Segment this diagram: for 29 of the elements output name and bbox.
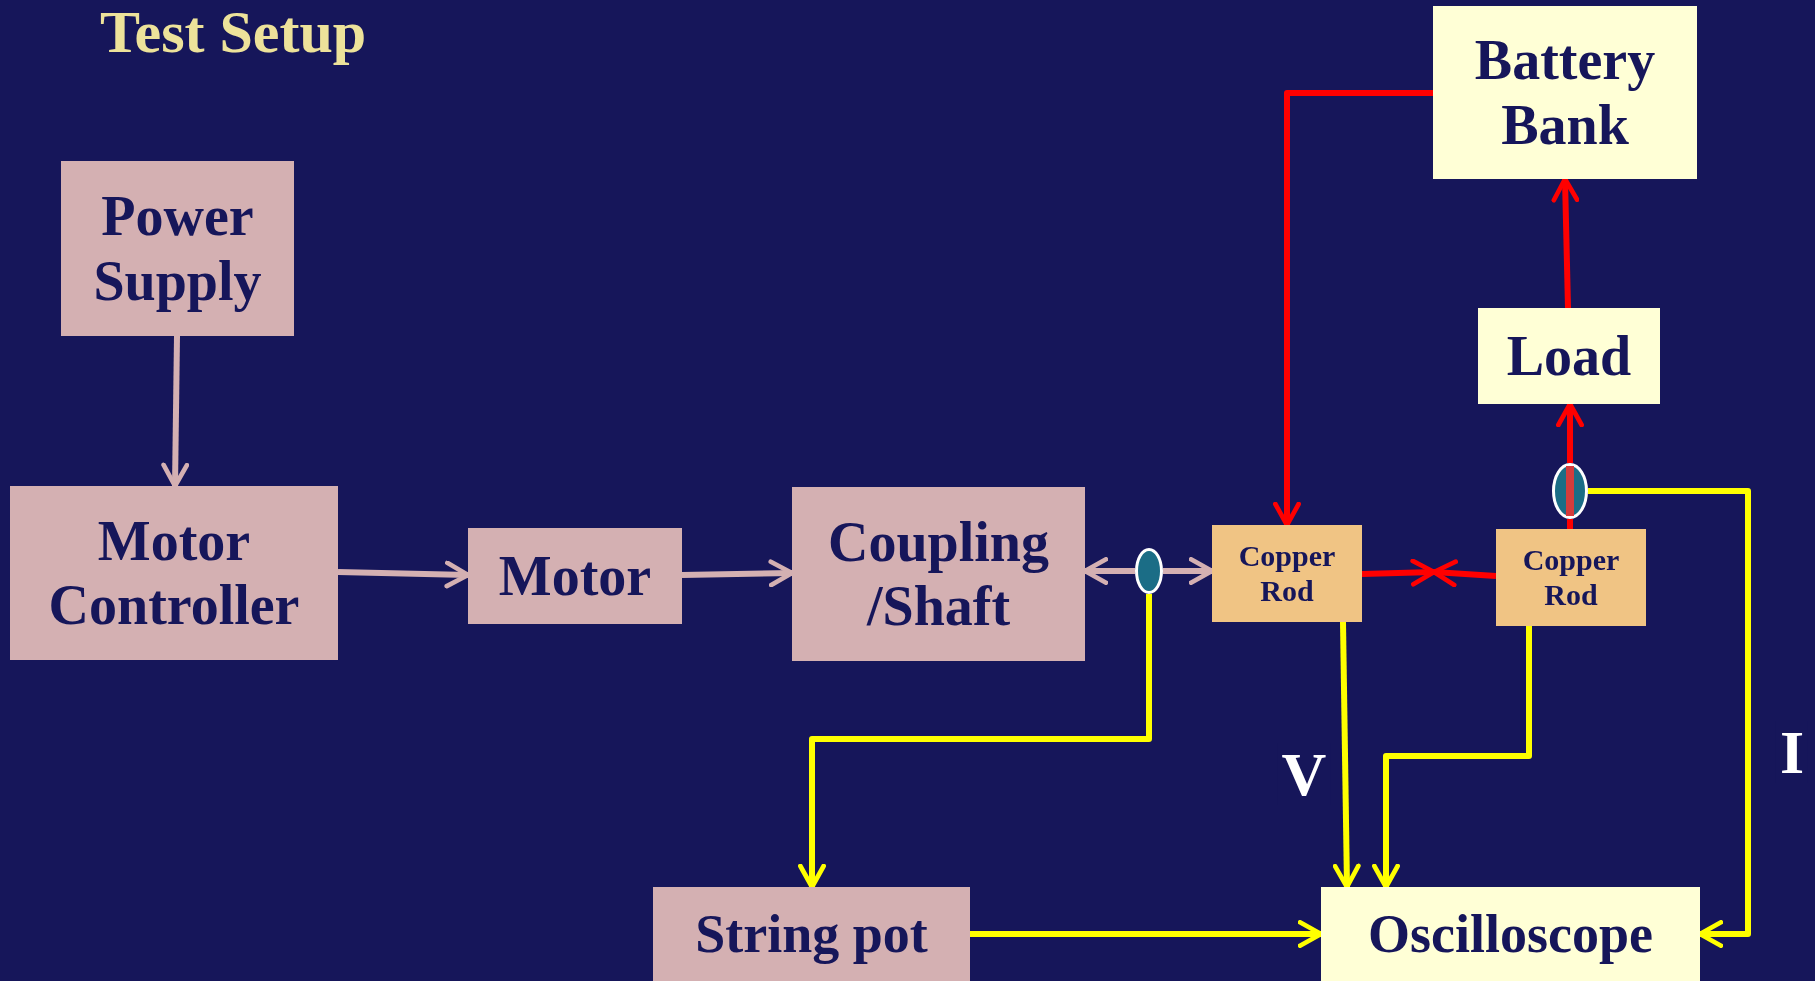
block-box: [468, 528, 682, 624]
block-label: Motor: [498, 543, 652, 609]
block-box: [792, 487, 1085, 661]
connector-arrow: [798, 594, 1152, 890]
block-label: Power Supply: [92, 184, 263, 313]
block-label: Motor Controller: [47, 508, 301, 638]
block-label: Coupling /Shaft: [827, 509, 1050, 639]
connector-arrow: [1588, 488, 1751, 948]
connector-arrow: [1372, 626, 1532, 890]
block-label: Load: [1506, 323, 1632, 389]
connector-arrow: [1273, 90, 1433, 528]
block-label: Battery Bank: [1473, 28, 1657, 157]
block-label: Copper Rod: [1521, 543, 1621, 612]
connector-arrow: [1361, 558, 1437, 587]
title: Test Setup: [100, 0, 367, 64]
block-label: Copper Rod: [1237, 539, 1337, 608]
block-box: [1496, 529, 1646, 626]
block-label: Oscilloscope: [1368, 902, 1653, 966]
block-label: String pot: [695, 902, 928, 966]
connector-arrow: [1332, 621, 1361, 890]
block-box: [10, 486, 338, 660]
block-box: [1433, 6, 1697, 179]
block-box: [1212, 525, 1362, 622]
block-box: [1321, 887, 1700, 981]
connector-arrow: [1431, 559, 1497, 588]
block-box: [1478, 308, 1660, 404]
block-box: [61, 161, 294, 336]
connector-arrow: [161, 335, 190, 489]
block-box: [653, 887, 970, 981]
